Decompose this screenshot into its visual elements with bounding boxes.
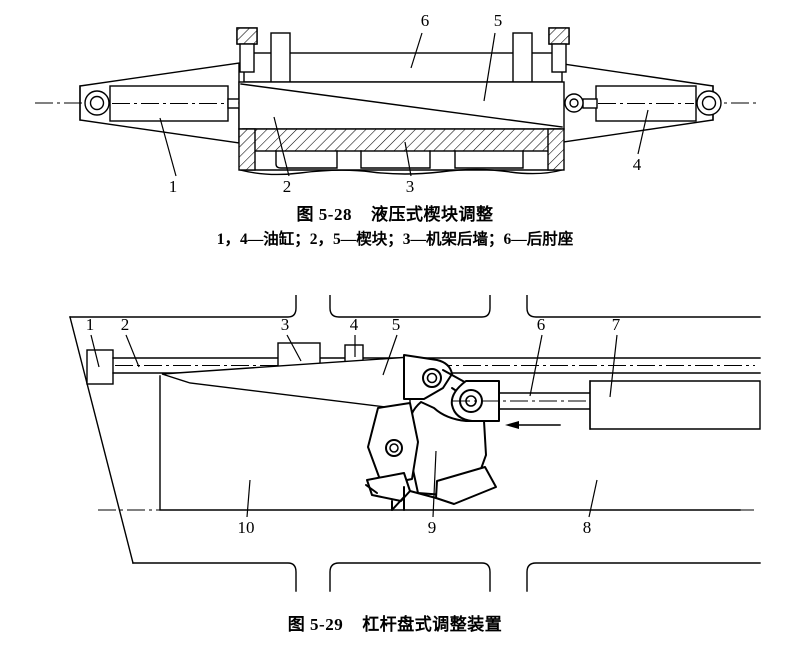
figure-5-28-legend: 1，4—油缸；2，5—楔块；3—机架后墙；6—后肘座	[216, 231, 574, 249]
stud-left-inner	[270, 32, 291, 83]
callout-leader-1	[159, 117, 177, 177]
left-frame-wall	[69, 316, 134, 564]
right-cylinder-body	[595, 85, 697, 122]
figure-5-29-caption: 图 5-29 杠杆盘式调整装置	[287, 615, 503, 634]
callout-leader-3b	[286, 334, 302, 362]
left-cylinder-body	[109, 85, 229, 122]
stud-right-inner	[512, 32, 533, 83]
stud-right-outer	[548, 27, 570, 73]
callout-number-4: 4	[633, 155, 642, 174]
right-outer-pivot-eye	[696, 90, 722, 116]
top-cutaway-slots	[69, 295, 761, 318]
tie-rod-end-block	[86, 349, 114, 385]
callout-number-2b: 2	[121, 315, 130, 334]
callout-number-7b: 7	[612, 315, 621, 334]
tapered-lever-arm	[161, 356, 411, 411]
callout-number-5b: 5	[392, 315, 401, 334]
callout-number-6: 6	[421, 11, 430, 30]
bottom-cutaway-slots	[132, 562, 761, 592]
lever-disc-linkage-body	[365, 354, 500, 511]
callout-leader-8b	[588, 479, 598, 518]
callout-leader-4	[637, 109, 649, 155]
motion-direction-arrow-icon	[505, 421, 561, 429]
callout-number-1b: 1	[86, 315, 95, 334]
hydraulic-cylinder-block	[589, 380, 761, 430]
callout-number-3: 3	[406, 177, 415, 196]
right-rod-and-eye	[564, 93, 598, 113]
callout-leader-5	[483, 32, 496, 102]
stud-left-outer	[236, 27, 258, 73]
callout-number-2: 2	[283, 177, 292, 196]
callout-number-9b: 9	[428, 518, 437, 537]
callout-leader-2	[273, 116, 290, 177]
callout-leader-6	[410, 32, 423, 69]
figure-5-28-caption: 图 5-28 液压式楔块调整	[296, 205, 494, 224]
callout-leader-6b	[529, 334, 543, 397]
callout-leader-7b	[609, 334, 618, 398]
callout-number-4b: 4	[350, 315, 359, 334]
callout-number-5: 5	[494, 11, 503, 30]
wedge-pair-envelope	[238, 81, 565, 130]
callout-leader-3	[404, 141, 412, 177]
figure-5-28-caption-block: 图 5-28 液压式楔块调整 1，4—油缸；2，5—楔块；3—机架后墙；6—后肘…	[0, 204, 790, 251]
left-outer-pivot-eye	[84, 90, 110, 116]
callout-leader-2b	[125, 334, 140, 368]
callout-number-3b: 3	[281, 315, 290, 334]
callout-number-1: 1	[169, 177, 178, 196]
callout-leader-1b	[90, 334, 100, 368]
frame-rear-wall-section	[238, 128, 565, 176]
callout-leader-10b	[246, 479, 251, 518]
callout-leader-9b	[432, 450, 437, 518]
callout-leader-5b	[382, 334, 398, 376]
figure-5-28-drawing: 1 2 3 4 5 6	[35, 11, 758, 196]
frame-inner-ledge	[98, 375, 755, 511]
callout-number-10b: 10	[238, 518, 255, 537]
callout-number-8b: 8	[583, 518, 592, 537]
callout-number-6b: 6	[537, 315, 546, 334]
figure-5-29-drawing: 1 2 3 4 5 6 7 8 9	[69, 295, 761, 592]
figure-5-29-caption-block: 图 5-29 杠杆盘式调整装置	[0, 614, 790, 636]
